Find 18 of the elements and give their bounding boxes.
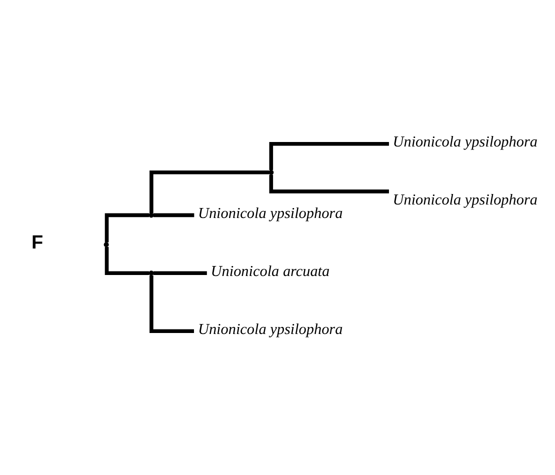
node-point	[104, 242, 109, 248]
connector	[153, 271, 207, 276]
label: F	[32, 232, 44, 254]
node-point	[148, 212, 154, 218]
connector	[150, 170, 270, 214]
node-point	[268, 170, 274, 175]
connector	[153, 213, 194, 218]
connector	[150, 275, 194, 333]
node-text: Unionicola arcuata	[210, 262, 330, 280]
connector	[104, 246, 150, 276]
node-text: Unionicola ypsilophora	[392, 134, 538, 151]
node-point	[148, 270, 154, 276]
node-text: Unionicola ypsilophora	[198, 320, 343, 338]
connector	[269, 174, 389, 194]
connector	[269, 142, 389, 170]
node-text: Unionicola ypsilophora	[198, 204, 343, 222]
connector	[104, 213, 150, 242]
node-text: Unionicola ypsilophora	[392, 192, 538, 209]
